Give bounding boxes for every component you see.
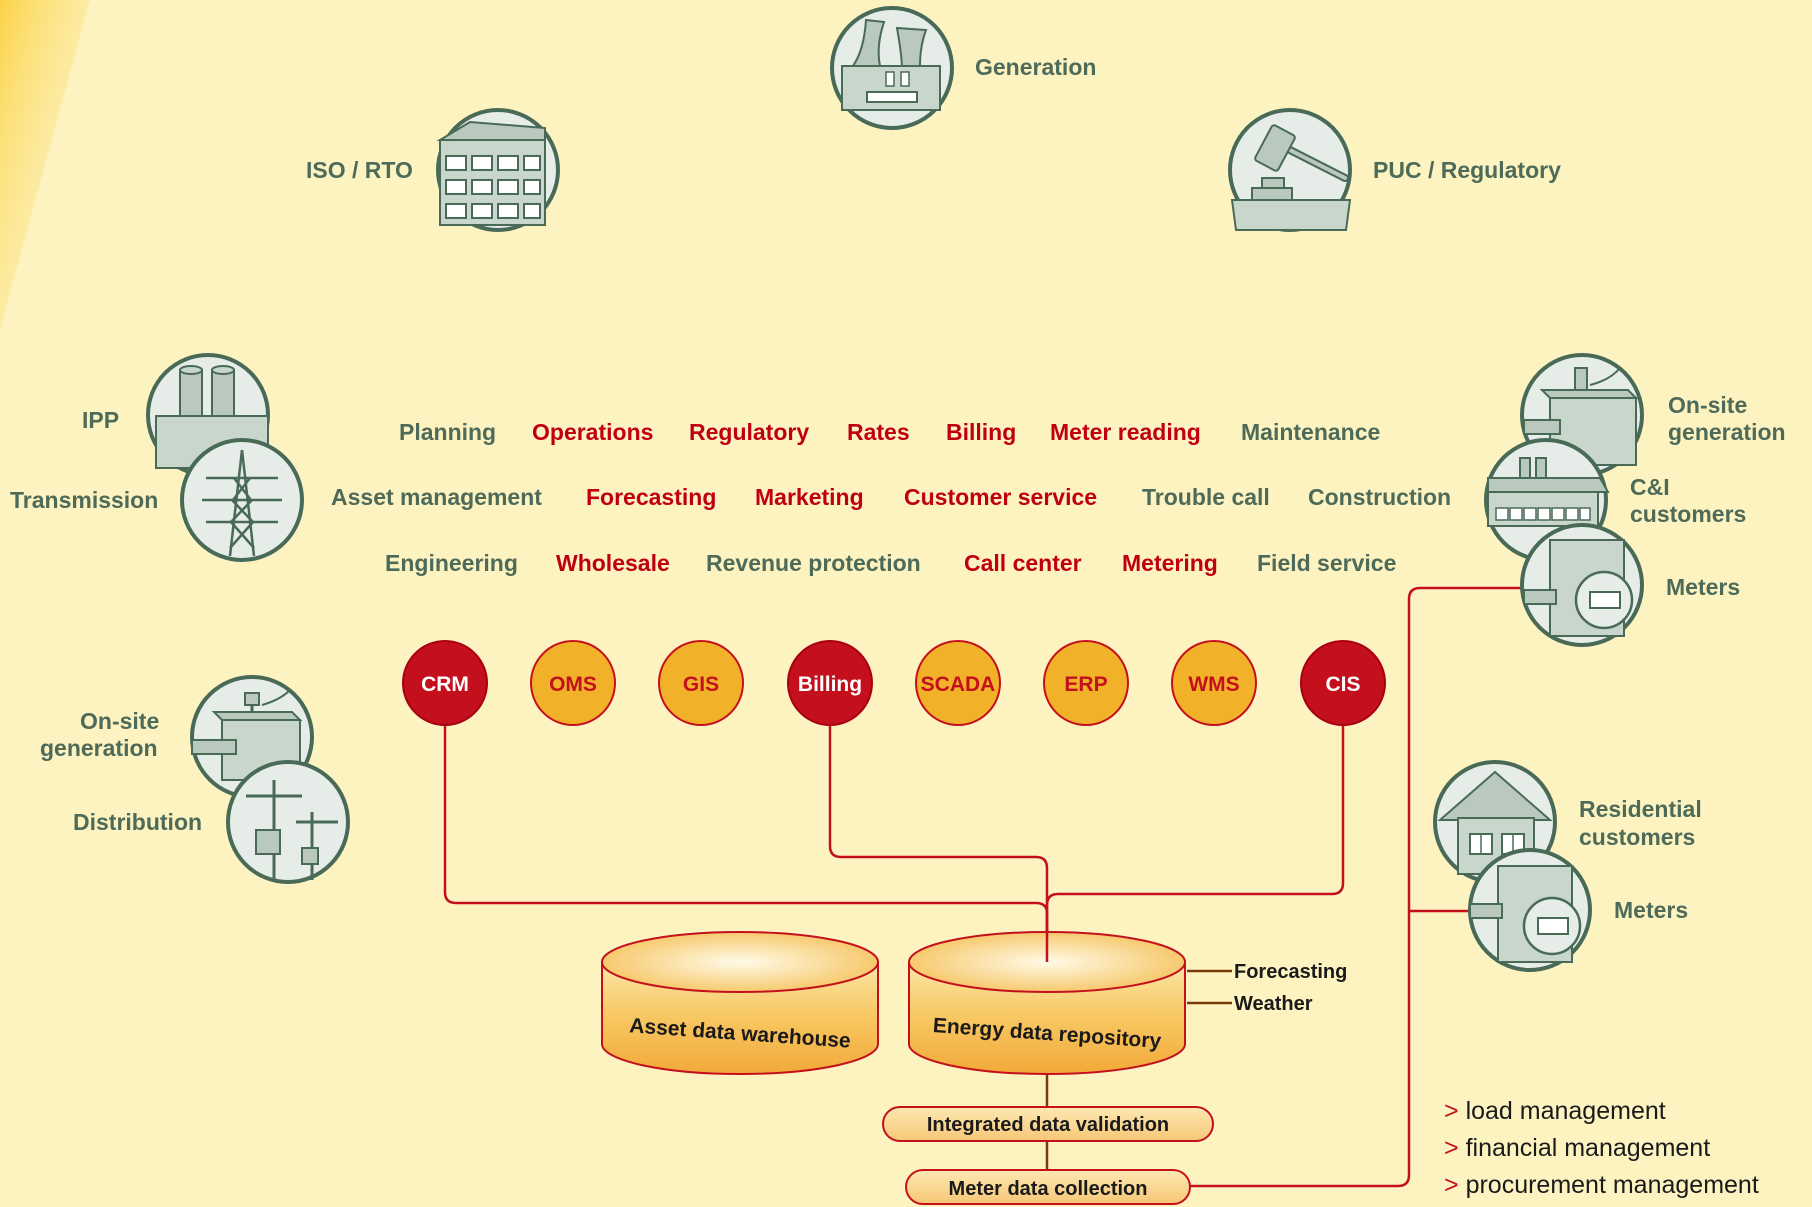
onsite-left-label-line2: generation bbox=[40, 735, 158, 761]
svg-text:WMS: WMS bbox=[1188, 673, 1239, 696]
output-item: > financial management bbox=[1444, 1134, 1710, 1162]
function-planning: Planning bbox=[399, 419, 496, 445]
svg-text:CRM: CRM bbox=[421, 673, 469, 696]
input-weather-label: Weather bbox=[1234, 993, 1313, 1015]
generation-icon bbox=[830, 6, 954, 130]
distribution-label: Distribution bbox=[73, 809, 202, 835]
svg-text:ERP: ERP bbox=[1064, 673, 1107, 696]
svg-text:SCADA: SCADA bbox=[921, 673, 996, 696]
onsite-right-label-line2: generation bbox=[1668, 419, 1786, 445]
system-gis: GIS bbox=[658, 640, 744, 726]
cis-to-repository-line bbox=[1045, 720, 1345, 906]
transmission-label: Transmission bbox=[10, 487, 158, 513]
meter-icon bbox=[1468, 848, 1592, 972]
residential-label-line2: customers bbox=[1579, 824, 1695, 850]
svg-text:Meter data collection: Meter data collection bbox=[949, 1178, 1148, 1200]
meter-data-collection-box: Meter data collection bbox=[905, 1169, 1191, 1205]
outputs-list: > load management > financial management… bbox=[1444, 1097, 1759, 1199]
system-billing: Billing bbox=[787, 640, 873, 726]
system-scada: SCADA bbox=[915, 640, 1001, 726]
function-trouble-call: Trouble call bbox=[1142, 484, 1270, 510]
business-functions: Planning Operations Regulatory Rates Bil… bbox=[331, 419, 1451, 576]
gavel-icon bbox=[1228, 108, 1352, 232]
background-streak bbox=[0, 0, 90, 330]
puc-label: PUC / Regulatory bbox=[1373, 157, 1561, 183]
system-wms: WMS bbox=[1171, 640, 1257, 726]
function-field-service: Field service bbox=[1257, 550, 1396, 576]
function-call-center: Call center bbox=[964, 550, 1082, 576]
iso-rto-label: ISO / RTO bbox=[306, 157, 413, 183]
meters-ci-label: Meters bbox=[1666, 574, 1740, 600]
function-metering: Metering bbox=[1122, 550, 1218, 576]
output-item: > load management bbox=[1444, 1097, 1666, 1125]
residential-label-line1: Residential bbox=[1579, 796, 1702, 822]
function-operations: Operations bbox=[532, 419, 653, 445]
utility-pole-icon bbox=[226, 760, 350, 884]
function-billing: Billing bbox=[946, 419, 1016, 445]
generation-label: Generation bbox=[975, 54, 1096, 80]
function-construction: Construction bbox=[1308, 484, 1451, 510]
function-rates: Rates bbox=[847, 419, 910, 445]
svg-text:Billing: Billing bbox=[798, 673, 862, 696]
asset-data-warehouse: Asset data warehouse bbox=[601, 931, 879, 1075]
process-connectors bbox=[1045, 969, 1232, 1170]
output-item: > procurement management bbox=[1444, 1171, 1759, 1199]
svg-text:CIS: CIS bbox=[1325, 673, 1360, 696]
systems: CRM OMS GIS Billing SCADA ERP WMS CIS bbox=[402, 640, 1386, 726]
function-marketing: Marketing bbox=[755, 484, 864, 510]
function-asset-management: Asset management bbox=[331, 484, 542, 510]
function-customer-service: Customer service bbox=[904, 484, 1097, 510]
transmission-tower-icon bbox=[180, 438, 304, 562]
onsite-left-label-line1: On-site bbox=[80, 708, 159, 734]
onsite-right-label-line1: On-site bbox=[1668, 392, 1747, 418]
svg-text:Integrated data validation: Integrated data validation bbox=[927, 1114, 1169, 1136]
ipp-label: IPP bbox=[82, 407, 119, 433]
meters-res-label: Meters bbox=[1614, 897, 1688, 923]
function-revenue-protection: Revenue protection bbox=[706, 550, 921, 576]
input-forecasting-label: Forecasting bbox=[1234, 961, 1347, 983]
function-meter-reading: Meter reading bbox=[1050, 419, 1201, 445]
system-crm: CRM bbox=[402, 640, 488, 726]
svg-text:OMS: OMS bbox=[549, 673, 597, 696]
function-regulatory: Regulatory bbox=[689, 419, 809, 445]
billing-to-repository-line bbox=[828, 720, 1049, 962]
crm-to-warehouse-line bbox=[443, 720, 1049, 962]
svg-text:GIS: GIS bbox=[683, 673, 719, 696]
system-erp: ERP bbox=[1043, 640, 1129, 726]
ci-label-line1: C&I bbox=[1630, 474, 1670, 500]
meters-ci-link bbox=[1190, 586, 1522, 1188]
office-building-icon bbox=[436, 108, 560, 232]
function-wholesale: Wholesale bbox=[556, 550, 670, 576]
system-cis: CIS bbox=[1300, 640, 1386, 726]
function-maintenance: Maintenance bbox=[1241, 419, 1380, 445]
system-oms: OMS bbox=[530, 640, 616, 726]
function-engineering: Engineering bbox=[385, 550, 518, 576]
meter-icon bbox=[1520, 523, 1644, 647]
ci-label-line2: customers bbox=[1630, 501, 1746, 527]
integrated-data-validation-box: Integrated data validation bbox=[882, 1106, 1214, 1142]
energy-data-repository: Energy data repository bbox=[908, 905, 1186, 1075]
function-forecasting: Forecasting bbox=[586, 484, 716, 510]
